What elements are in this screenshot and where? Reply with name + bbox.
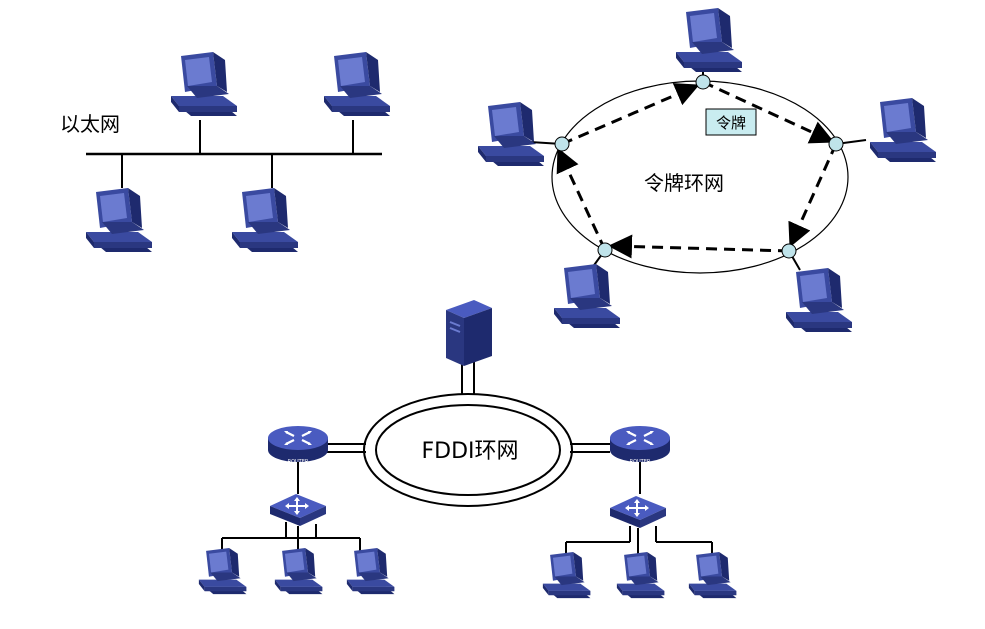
computer-icon [786,268,852,332]
computer-icon [478,102,544,166]
ring-node [554,136,570,152]
computer-icon [542,552,591,599]
computer-icon [274,548,323,595]
token-ring-label: 令牌环网 [644,171,724,195]
computer-icon [171,52,237,116]
computer-icon [346,548,395,595]
ring-node [781,243,797,259]
token-ring-network: 令牌 令牌环网 [478,8,936,332]
fddi-network: FDDI环网 ROUTER ROUTER [198,299,737,599]
fddi-label: FDDI环网 [421,439,518,464]
switch-icon [609,495,667,529]
computer-icon [86,188,152,252]
ring-node [695,74,711,90]
computer-icon [324,52,390,116]
fddi-inner-ring [375,404,561,496]
ring-node [828,136,844,152]
computer-icon [232,188,298,252]
computer-icon [870,98,936,162]
ethernet-label: 以太网 [60,112,120,136]
computer-icon [688,552,737,599]
ring-node [597,242,613,258]
router-icon [608,424,672,464]
computer-icon [676,8,742,72]
switch-icon [269,493,327,527]
computer-icon [616,552,665,599]
router-icon [266,424,330,464]
server-icon [445,299,493,367]
computer-icon [198,548,247,595]
fddi-outer-ring [363,393,573,507]
token-label: 令牌 [716,114,746,132]
token-badge [705,108,757,136]
ethernet-network: 以太网 [60,52,390,252]
computer-icon [554,264,620,328]
